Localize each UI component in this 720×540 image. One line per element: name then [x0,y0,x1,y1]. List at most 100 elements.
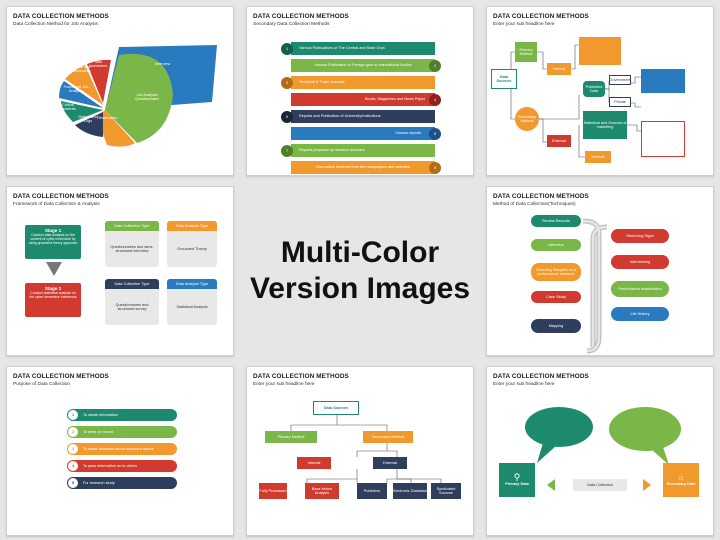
purpose-bar-4: To pass information on to others [67,460,177,472]
org-root: Data Sources [313,401,359,415]
banner-label: Various Publication of Foreign govt or I… [314,63,412,68]
banner-2: Various Publication of Foreign govt or I… [291,59,435,72]
stage1-card: Stage 1 Conduct data analysis on the con… [25,225,81,259]
pie-slice-critical [61,101,103,122]
r1-analysis-head: Data Analysis Type [167,221,217,231]
purpose-label: To obtain information [83,412,119,417]
num-circle: 1 [281,43,293,55]
pie-slice-questionnaire [105,53,173,143]
purpose-label: For research study [83,480,115,485]
slide-title: DATA COLLECTION METHODS [13,193,109,200]
slide-thumbnail-8[interactable]: DATA COLLECTION METHODS Enter your sub h… [486,366,714,536]
slide-thumbnail-1[interactable]: DATA COLLECTION METHODS Data Collection … [6,6,234,176]
node-statmkt: Statistical and Sources of marketing [583,111,627,139]
banner-5: Reports and Publication of University/In… [291,110,435,123]
secondary-data-card: ☼ Secondary Data [663,463,699,497]
pie-label-interview: Interview [155,62,171,66]
node-internal-list [579,37,621,65]
slide-subtitle: Framework of Data Collection & Analysis [13,202,100,207]
org-external: External [373,457,407,469]
purpose-label: To keep on record [83,429,114,434]
purpose-bar-2: To keep on record [67,426,177,438]
r1-analysis-card: Data Analysis Type Grounded Theory [167,221,217,267]
purpose-bar-5: For research study [67,477,177,489]
slide-thumbnail-7[interactable]: DATA COLLECTION METHODS Enter your sub h… [246,366,474,536]
secondary-data-label: Secondary Data [666,481,696,486]
num-circle: 8 [429,162,441,174]
r2-type-head: Data Collection Type [105,279,159,289]
r2-type-body: Questionnaires and structured survey [115,302,149,311]
pie-label-diaries: Diaries and Logs [78,115,98,124]
comparison-graphic [525,407,681,491]
org-leaf-2: Base before Analysis [305,483,339,499]
r2-analysis-card: Data Analysis Type Statistical Analysis [167,279,217,325]
num-circle: 5 [281,111,293,123]
r1-analysis-body: Grounded Theory [177,246,207,251]
r2-analysis-body: Statistical Analysis [176,304,208,309]
org-secondary: Secondary Method [363,431,413,443]
slide-subtitle: Enter your sub headline here [253,382,315,387]
node-external: External [547,135,571,147]
center-title: Multi-Color Version Images [243,186,477,356]
r1-type-head: Data Collection Type [105,221,159,231]
slide-thumbnail-3[interactable]: DATA COLLECTION METHODS Enter your sub h… [486,6,714,176]
slide-thumbnail-2[interactable]: DATA COLLECTION METHODS Secondary Data C… [246,6,474,176]
purpose-label: To make decisions about important issues [83,446,154,451]
globe-icon: ☼ [677,472,685,482]
node-government: Government [609,75,631,85]
org-primary: Primary Method [265,431,317,443]
purpose-num-3: 3 [68,444,78,454]
slide-thumbnail-6[interactable]: DATA COLLECTION METHODS Purpose of Data … [6,366,234,536]
tree-connectors [505,44,641,158]
banner-label: Various Publications of The Central and … [299,46,386,51]
pie-label-observation: Observation [97,116,118,120]
r2-analysis-head: Data Analysis Type [167,279,217,289]
node-private: Private [609,97,631,107]
pie-label-functional: Functional Job Analysis [63,85,89,94]
slide-title: DATA COLLECTION METHODS [493,193,589,200]
stage2-desc: Conduct statistical analysis on the cybe… [29,291,77,299]
slide-title: DATA COLLECTION METHODS [13,373,109,380]
slide-subtitle: Method of Data Collection(Techniques) [493,202,576,207]
center-title-line2: Version Images [249,272,471,305]
pie-slice-diaries [75,112,103,137]
node-secondary: Secondary Method [515,107,539,131]
technique-right-3: Performance examination [611,281,669,297]
slide-thumbnail-5[interactable]: DATA COLLECTION METHODS Method of Data C… [486,186,714,356]
banner-8: Information received from the newspapers… [291,161,435,174]
technique-left-3: Checking Samples on a performance measur… [531,263,581,281]
banner-7: Reports prepared by research scholars [291,144,435,157]
slide-subtitle: Secondary Data Collection Methods [253,22,330,27]
primary-data-label: Primary Data [505,482,529,487]
slide-title: DATA COLLECTION METHODS [493,13,589,20]
slide-title: DATA COLLECTION METHODS [253,373,349,380]
banner-label: Technical & Trade Journals [299,80,345,85]
pie-label-checklists: Checklists and Questionnaires [65,65,91,74]
pie-label-tasks: Task Inventories [88,60,108,69]
org-connectors [290,415,442,483]
technique-left-2: Interview [531,239,581,251]
pie-slice-tasks [87,59,111,103]
org-leaf-4: Electronic Database [393,483,427,499]
magnifier-icon: ⚲ [513,472,521,483]
technique-left-1: Review Records [531,215,581,227]
purpose-bar-3: To make decisions about important issues [67,443,177,455]
node-primary: Primary Method [515,42,537,62]
banner-6: Census reports [291,127,435,140]
technique-right-4: Life History [611,307,669,321]
pie-label-questionnaire: Job Analysis Questionnaire [135,93,159,102]
job-analysis-pie [59,45,217,147]
org-internal: Internal [297,457,331,469]
technique-left-5: Mapping [531,319,581,333]
slide-subtitle: Enter your sub headline here [493,22,555,27]
purpose-num-5: 5 [68,478,78,488]
banner-label: Information received from the newspapers… [315,165,411,170]
banner-label: Reports and Publication of University/In… [299,114,381,119]
node-internal: Internal [547,63,571,75]
slide-thumbnail-4[interactable]: DATA COLLECTION METHODS Framework of Dat… [6,186,234,356]
technique-right-1: Observing Signs [611,229,669,243]
slide-subtitle: Purpose of Data Collection [13,382,71,387]
node-published: Published Data [583,81,605,97]
r2-type-card: Data Collection Type Questionnaires and … [105,279,159,325]
pie-slice-functional [59,81,103,108]
